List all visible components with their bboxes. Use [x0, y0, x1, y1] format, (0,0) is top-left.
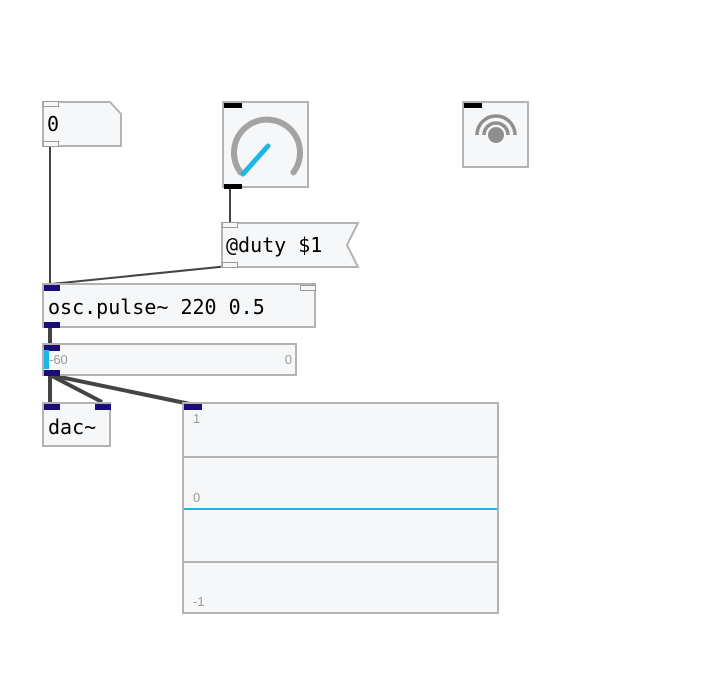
vu-meter-min-label: -60: [49, 352, 68, 367]
scope-bottom-label: -1: [193, 594, 205, 609]
knob-outlet[interactable]: [224, 184, 242, 189]
vu-meter-level: [44, 350, 49, 369]
knob-needle: [240, 143, 271, 177]
osc-text[interactable]: osc.pulse~ 220 0.5: [48, 295, 265, 319]
dac-text[interactable]: dac~: [48, 415, 97, 439]
speaker-toggle[interactable]: [462, 101, 529, 168]
knob-track: [231, 116, 303, 176]
message-inlet[interactable]: [222, 222, 238, 228]
cord-message-to-osc: [50, 265, 230, 285]
message-outlet[interactable]: [222, 262, 238, 268]
speaker-icon: [475, 114, 517, 143]
cord-meter-to-dac-right: [51, 374, 103, 404]
float-atom-value[interactable]: 0: [47, 112, 60, 136]
float-atom[interactable]: 0: [42, 101, 122, 147]
osc-outlet[interactable]: [44, 322, 60, 328]
message-text[interactable]: @duty $1: [226, 233, 323, 257]
dac-object[interactable]: dac~: [42, 402, 111, 447]
cord-meter-to-scope: [54, 374, 191, 406]
duty-message[interactable]: @duty $1: [221, 222, 361, 268]
vu-meter-outlet[interactable]: [44, 370, 60, 376]
scope-top-label: 1: [193, 411, 201, 426]
scope[interactable]: 1 0 -1: [182, 402, 499, 614]
dac-inlet-right[interactable]: [95, 404, 111, 410]
osc-inlet-left[interactable]: [44, 285, 60, 291]
message-frame: [221, 222, 360, 268]
osc-pulse-object[interactable]: osc.pulse~ 220 0.5: [42, 283, 316, 328]
dac-inlet-left[interactable]: [44, 404, 60, 410]
scope-grid-line-lower: [184, 561, 497, 563]
scope-grid-line-upper: [184, 456, 497, 458]
float-atom-inlet[interactable]: [43, 101, 59, 107]
float-atom-outlet[interactable]: [43, 141, 59, 147]
scope-trace: [184, 508, 497, 510]
speaker-toggle-inlet[interactable]: [464, 103, 482, 108]
scope-inlet[interactable]: [184, 404, 202, 410]
scope-mid-label: 0: [193, 490, 201, 505]
vu-meter-max-label: 0: [284, 352, 292, 367]
float-atom-frame: [42, 101, 122, 147]
vu-meter-inlet[interactable]: [44, 345, 60, 351]
knob-inlet[interactable]: [224, 103, 242, 108]
knob[interactable]: [222, 101, 309, 189]
osc-inlet-right[interactable]: [300, 285, 316, 291]
vu-meter[interactable]: -60 0: [42, 343, 297, 376]
knob-dial[interactable]: [224, 103, 307, 186]
